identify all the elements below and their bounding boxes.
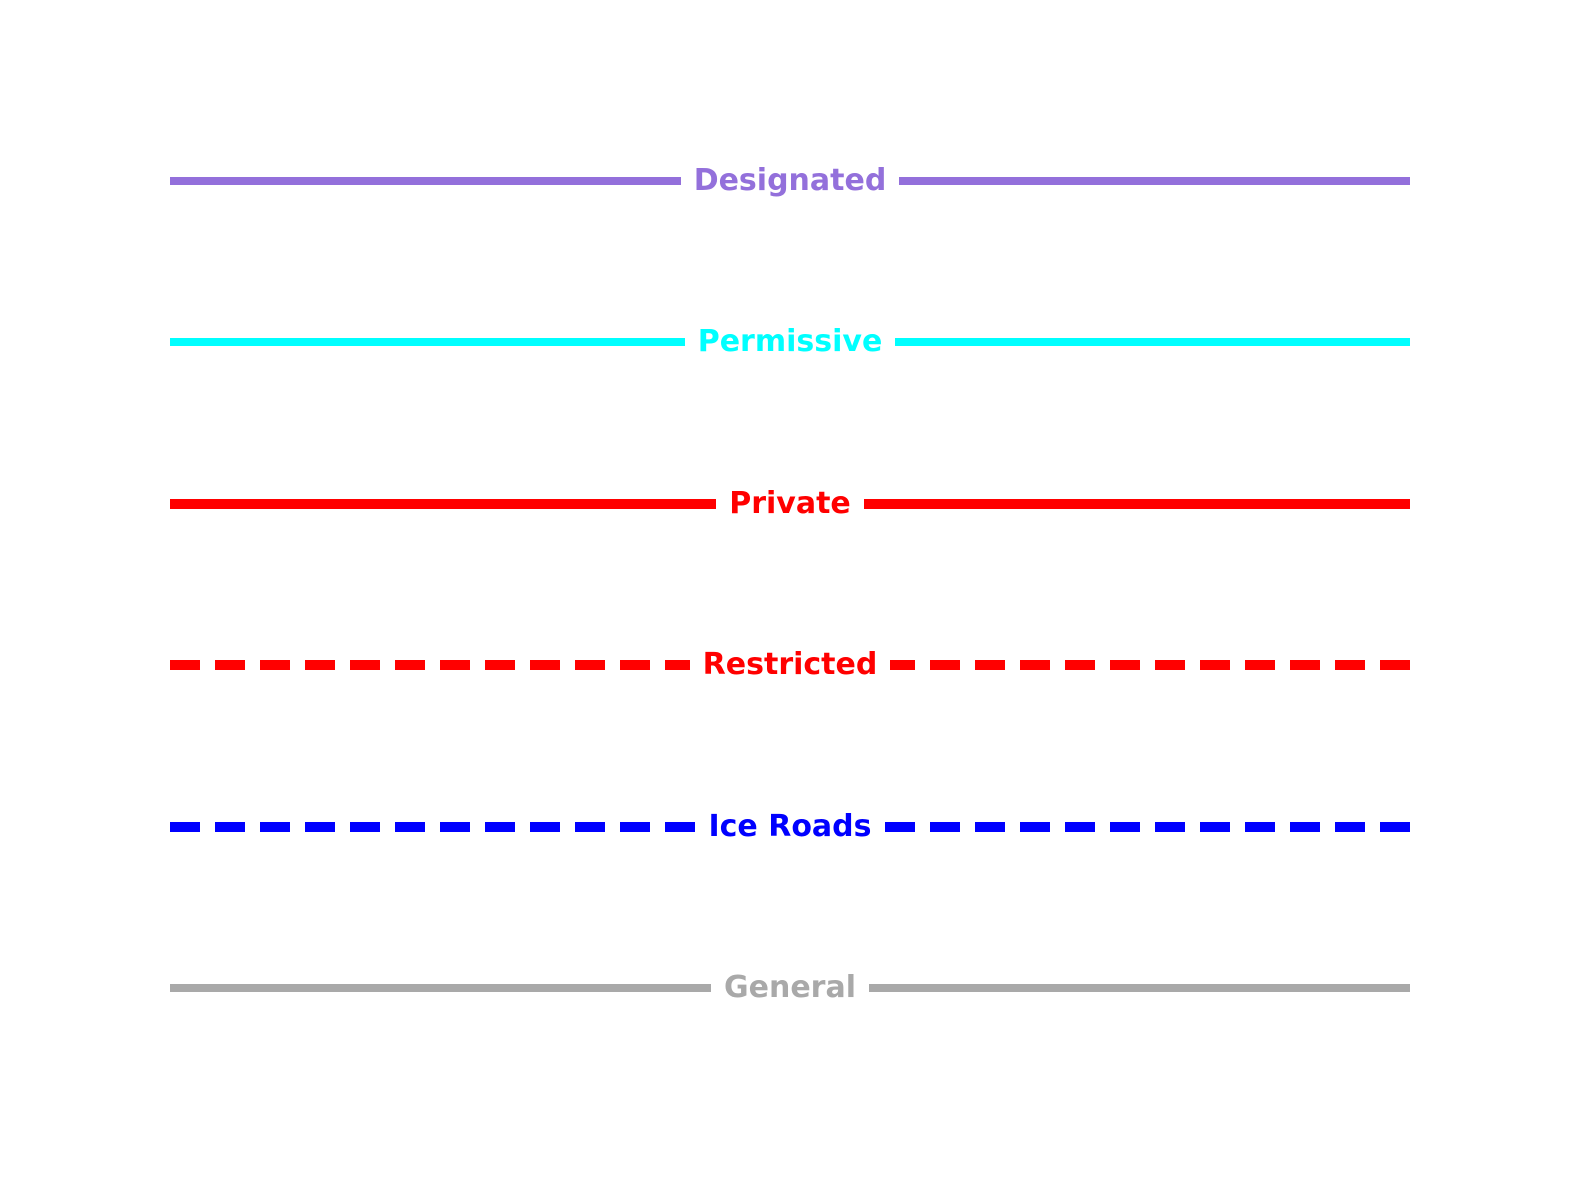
legend-row-designated: Designated	[170, 159, 1411, 203]
designated-line-right	[899, 177, 1411, 185]
ice-roads-line-right	[884, 822, 1410, 832]
legend-row-restricted: Restricted	[170, 643, 1411, 687]
private-line-left	[170, 499, 717, 509]
restricted-line-right	[890, 660, 1411, 670]
permissive-line-left	[170, 338, 685, 346]
designated-label: Designated	[693, 163, 887, 198]
legend-row-general: General	[170, 966, 1410, 1010]
general-label: General	[724, 970, 856, 1005]
permissive-label: Permissive	[697, 324, 883, 359]
restricted-label: Restricted	[702, 647, 878, 682]
private-label: Private	[729, 486, 851, 521]
legend-row-ice-roads: Ice Roads	[170, 805, 1410, 849]
general-line-left	[170, 984, 711, 992]
general-line-right	[869, 984, 1410, 992]
designated-line-left	[170, 177, 681, 185]
ice-roads-line-left	[170, 822, 696, 832]
restricted-line-left	[170, 660, 690, 670]
legend-row-permissive: Permissive	[170, 320, 1411, 364]
private-line-right	[863, 499, 1410, 509]
permissive-line-right	[895, 338, 1411, 346]
legend-row-private: Private	[170, 482, 1410, 526]
ice-roads-label: Ice Roads	[708, 809, 872, 844]
